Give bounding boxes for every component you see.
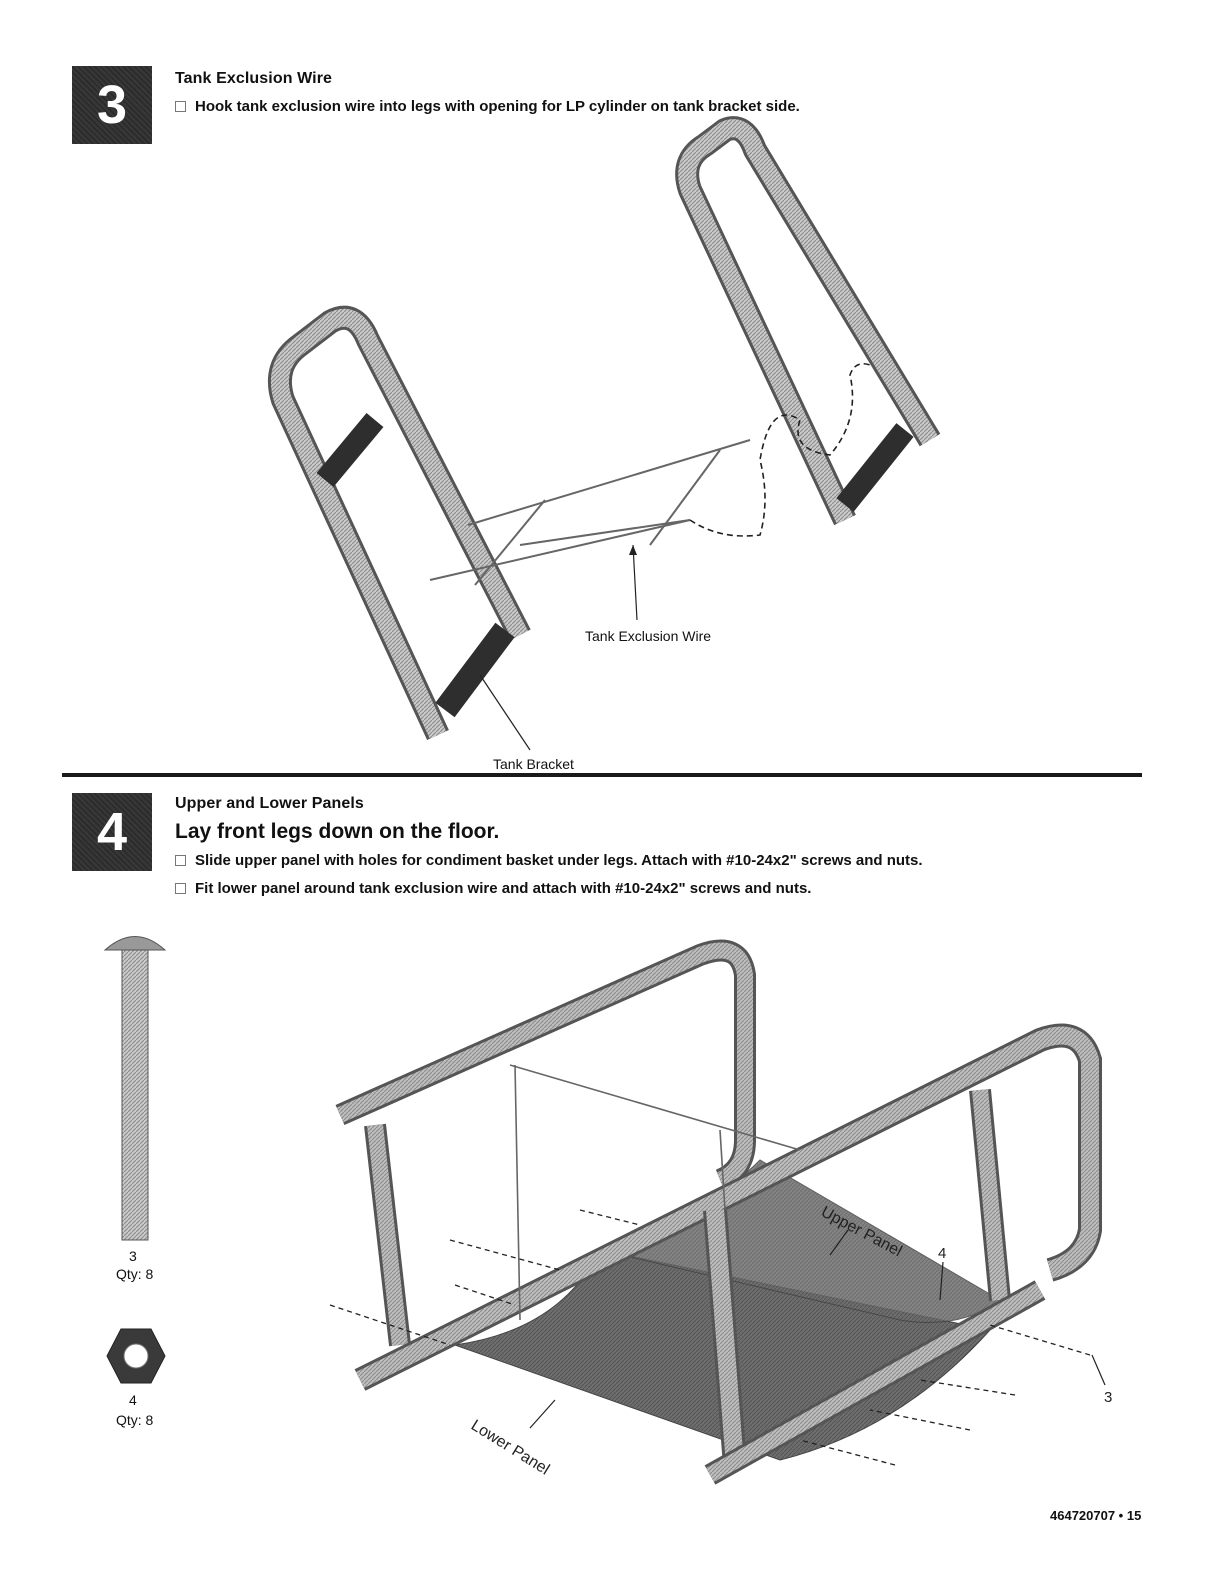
step-4-checkbox-1[interactable]	[175, 855, 186, 866]
footer-page-ref: 464720707 • 15	[1050, 1508, 1142, 1523]
callout-ref-3: 3	[1104, 1389, 1112, 1406]
step-4-title: Upper and Lower Panels	[175, 795, 364, 812]
section-divider	[62, 773, 1142, 777]
wire-callout-arrow	[629, 545, 637, 555]
step-4-instruction-2-text: Fit lower panel around tank exclusion wi…	[195, 880, 812, 897]
bracket-callout-line	[479, 674, 531, 751]
step-4-instruction-1: Slide upper panel with holes for condime…	[175, 852, 923, 869]
hex-nut-icon	[106, 1328, 166, 1384]
screw-callout-line	[1091, 1354, 1106, 1386]
callout-tank-exclusion-wire: Tank Exclusion Wire	[585, 628, 712, 644]
step-3-instruction-text: Hook tank exclusion wire into legs with …	[195, 98, 800, 115]
step-4-instruction-1-text: Slide upper panel with holes for condime…	[195, 852, 923, 869]
part-3-number: 3	[129, 1248, 137, 1264]
step-4-illustration: Upper Panel Lower Panel 4 3	[329, 939, 1112, 1485]
step-3-badge: 3	[72, 66, 152, 144]
back-leg-frame	[335, 939, 756, 1347]
step-4-instruction-2: Fit lower panel around tank exclusion wi…	[175, 880, 811, 897]
tank-bracket-part	[435, 622, 515, 718]
lower-panel-callout-line	[529, 1399, 556, 1429]
step-3-title: Tank Exclusion Wire	[175, 70, 333, 87]
part-4-qty: Qty: 8	[116, 1412, 154, 1428]
step-4-checkbox-2[interactable]	[175, 883, 186, 894]
callout-lower-panel: Lower Panel	[468, 1417, 552, 1479]
tank-exclusion-wire	[429, 439, 751, 586]
step-3-instruction: Hook tank exclusion wire into legs with …	[175, 98, 800, 115]
step-4-subtitle: Lay front legs down on the floor.	[175, 820, 500, 843]
wire-path-dashed	[689, 362, 871, 537]
upper-panel-callout-line	[829, 1229, 849, 1256]
step-4-badge: 4	[72, 793, 152, 871]
callout-tank-bracket: Tank Bracket	[493, 756, 574, 772]
step-3-illustration	[268, 116, 941, 751]
part-3-qty: Qty: 8	[116, 1266, 154, 1282]
step-3-number: 3	[96, 75, 128, 135]
part-4-number: 4	[129, 1392, 137, 1408]
left-leg-frame	[268, 305, 531, 741]
step-3-checkbox[interactable]	[175, 101, 186, 112]
exclusion-wire-detail	[509, 1064, 801, 1321]
step-4-number: 4	[96, 802, 128, 862]
nut-callout-line	[939, 1261, 944, 1301]
screw-paths	[329, 1209, 1091, 1466]
callout-ref-4: 4	[938, 1245, 946, 1262]
screw-icon	[103, 936, 167, 1241]
wire-callout-line	[632, 544, 638, 621]
right-leg-frame	[675, 116, 941, 526]
front-leg-frame	[354, 1023, 1102, 1485]
